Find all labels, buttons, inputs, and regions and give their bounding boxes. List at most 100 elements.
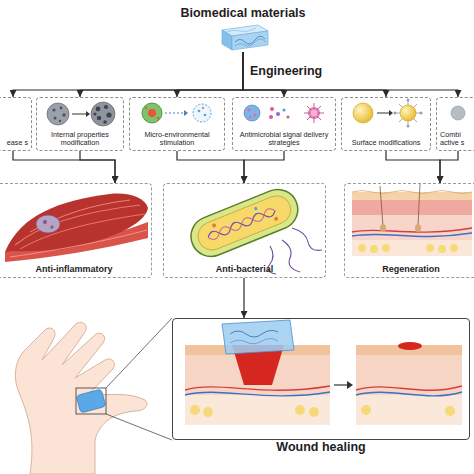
flow-arrow (80, 151, 115, 183)
flow-arrow (13, 52, 243, 97)
bacterium-illustration (274, 216, 279, 221)
skin-layers (352, 240, 472, 256)
hydrogel-icon (235, 36, 265, 44)
wound-skin-section (185, 392, 330, 396)
skin-layers (352, 215, 472, 240)
antimicrobial-particles (254, 114, 257, 117)
cell-stimulation-icon (204, 114, 207, 117)
inflamed-tissue (43, 220, 47, 224)
porous-sphere (106, 112, 111, 117)
porous-sphere (103, 120, 107, 124)
porous-sphere (93, 112, 96, 115)
antimicrobial-particles (249, 116, 251, 118)
flow-arrow (177, 151, 244, 183)
cell-stimulation-icon (148, 109, 156, 117)
node-label: Micro-environmental stimulation (130, 131, 224, 150)
hand-illustration (106, 318, 172, 440)
strategy-box: ease s (0, 97, 32, 151)
antimicrobial-particles (282, 108, 285, 111)
cell-stimulation-icon (184, 110, 188, 116)
skin-layers (370, 245, 378, 253)
hand-illustration (76, 389, 106, 413)
surface-modified-sphere (407, 125, 410, 128)
strategy-box: Antimicrobial signal delivery strategies (232, 97, 336, 151)
hydrogel-icon (222, 30, 232, 50)
inflamed-tissue (50, 225, 53, 228)
surface-modified-sphere (420, 112, 423, 115)
bacterium-illustration (212, 223, 217, 228)
porous-sphere (91, 102, 115, 126)
wound-skin-section (398, 342, 422, 350)
antimicrobial-particles (311, 110, 318, 117)
skin-layers (380, 184, 420, 226)
antimicrobial-particles (276, 112, 280, 116)
surface-modified-sphere (377, 113, 389, 114)
skin-layers (352, 200, 472, 215)
antimicrobial-particles (304, 103, 324, 123)
wound-skin-section (185, 386, 330, 390)
flow-arrow (243, 52, 458, 97)
cell-stimulation-icon (202, 107, 204, 109)
node-label: Combi active s (437, 131, 474, 150)
antimicrobial-particles (248, 109, 251, 112)
skin-layers (352, 191, 472, 194)
wound-skin-section (334, 384, 348, 385)
skin-layers (358, 244, 366, 252)
surface-modified-sphere (353, 99, 423, 128)
strategy-box: Surface modifications (341, 97, 431, 151)
porous-sphere (59, 120, 61, 122)
strategy-box: Combi active s (436, 97, 474, 151)
cell-stimulation-icon (193, 104, 211, 122)
hand-illustration (15, 318, 172, 474)
antimicrobial-particles (270, 107, 274, 111)
hand-illustration (76, 388, 106, 414)
skin-layers (380, 224, 386, 232)
wound-skin-section (203, 407, 213, 417)
porous-sphere (47, 102, 115, 126)
wound-skin-section (347, 381, 353, 389)
bacterium-illustration (185, 183, 304, 262)
cell-stimulation-icon (142, 103, 211, 123)
combined-sphere (451, 106, 465, 120)
flow-arrow (440, 151, 458, 183)
annotation-label: Engineering (250, 64, 322, 78)
inflamed-tissue (30, 200, 130, 232)
cell-stimulation-icon (165, 113, 184, 114)
porous-sphere (52, 108, 55, 111)
porous-sphere (54, 117, 57, 120)
wound-skin-section (222, 320, 294, 354)
cell-stimulation-icon (145, 107, 147, 109)
skin-layers (352, 184, 472, 256)
skin-layers (450, 244, 458, 252)
skin-layers (438, 245, 446, 253)
node-label: Antimicrobial signal delivery strategies (233, 131, 335, 150)
bacterium-illustration (292, 228, 322, 250)
node-label: Anti-bacterial (213, 264, 277, 277)
porous-sphere (47, 103, 69, 125)
flow-arrow (386, 151, 440, 183)
antimicrobial-particles (286, 115, 289, 118)
flow-arrow (243, 278, 244, 318)
inflamed-tissue (20, 214, 145, 249)
node-label: Regeneration (379, 264, 443, 277)
flow-arrow (13, 151, 115, 183)
strategy-box: Micro-environmental stimulation (129, 97, 225, 151)
effect-panel: Regeneration (344, 183, 474, 278)
wound-skin-section (185, 320, 462, 425)
skin-layers (352, 228, 472, 232)
wound-skin-section (356, 355, 462, 395)
outcome-box: Wound healing (172, 318, 470, 440)
skin-layers (426, 244, 434, 252)
surface-modified-sphere (394, 112, 397, 115)
flow-arrow (177, 52, 243, 97)
porous-sphere (97, 116, 101, 120)
node-label: Internal properties modification (37, 131, 123, 150)
skin-layers (352, 192, 472, 200)
bacterium-illustration (185, 183, 322, 274)
bacterium-illustration (282, 240, 300, 272)
wound-skin-section (230, 330, 278, 337)
node-label: Surface modifications (349, 139, 424, 150)
